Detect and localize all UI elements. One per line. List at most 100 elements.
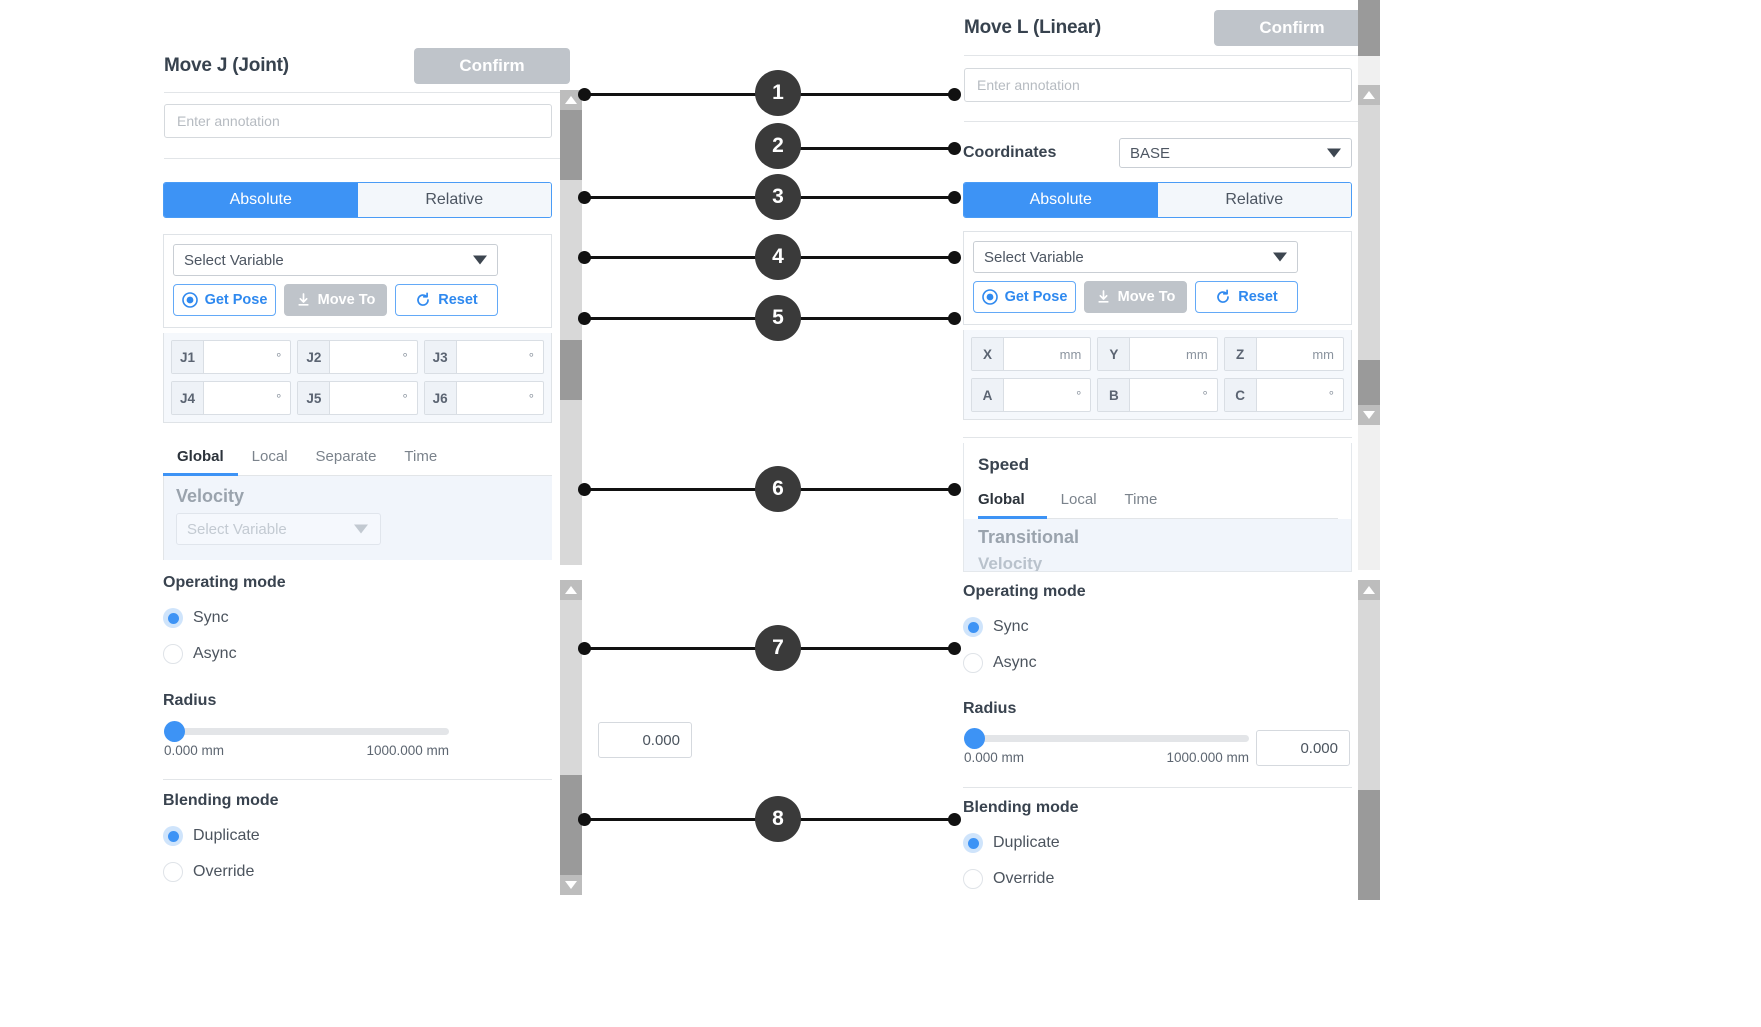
radio-sync-selected[interactable] xyxy=(963,617,983,637)
joint-field-j4[interactable]: J4 ° xyxy=(171,381,292,415)
reset-button[interactable]: Reset xyxy=(395,284,498,316)
radio-duplicate-selected[interactable] xyxy=(163,826,183,846)
velocity-select[interactable]: Select Variable xyxy=(176,513,381,545)
joint-field-j3[interactable]: J3 ° xyxy=(423,340,544,374)
pose-field-value[interactable] xyxy=(1130,338,1186,370)
pose-field-b[interactable]: B ° xyxy=(1097,378,1218,412)
mode-segmented-control[interactable]: Absolute Relative xyxy=(163,182,552,218)
joint-field-value[interactable] xyxy=(330,382,402,414)
radio-override-unselected[interactable] xyxy=(163,862,183,882)
scroll-track-lower[interactable] xyxy=(560,180,582,340)
radio-async-unselected[interactable] xyxy=(163,644,183,664)
tab-local[interactable]: Local xyxy=(251,448,288,465)
scroll-thumb-top[interactable] xyxy=(1358,0,1380,56)
variable-select[interactable]: Select Variable xyxy=(973,241,1298,273)
pose-field-a[interactable]: A ° xyxy=(971,378,1092,412)
radius-slider[interactable]: 0.000 mm 1000.000 mm xyxy=(164,721,449,758)
tab-relative[interactable]: Relative xyxy=(357,183,551,217)
joint-field-value[interactable] xyxy=(457,341,529,373)
joint-field-value[interactable] xyxy=(457,382,529,414)
radio-duplicate-selected[interactable] xyxy=(963,833,983,853)
scroll-thumb[interactable] xyxy=(560,110,582,180)
joint-field-value[interactable] xyxy=(204,341,276,373)
operating-mode-async[interactable]: Async xyxy=(163,644,237,664)
pose-field-c[interactable]: C ° xyxy=(1223,378,1344,412)
tab-global[interactable]: Global xyxy=(978,485,1047,519)
joint-field-j1[interactable]: J1 ° xyxy=(171,340,292,374)
speed-tabs[interactable]: Global Local Separate Time xyxy=(163,442,552,476)
annotation-input[interactable] xyxy=(164,104,552,138)
tab-time[interactable]: Time xyxy=(404,448,438,465)
left-scrollbar-upper[interactable] xyxy=(560,90,582,565)
scroll-track[interactable] xyxy=(560,600,582,775)
scroll-down-arrow[interactable] xyxy=(560,875,582,895)
scroll-thumb-bottom[interactable] xyxy=(1358,360,1380,405)
blending-mode-override[interactable]: Override xyxy=(163,862,254,882)
scroll-track-tail[interactable] xyxy=(560,400,582,565)
right-scrollbar-lower[interactable] xyxy=(1358,580,1380,900)
annotation-input[interactable] xyxy=(964,68,1352,102)
scroll-up-arrow[interactable] xyxy=(1358,85,1380,105)
operating-mode-async[interactable]: Async xyxy=(963,653,1037,673)
right-scrollbar-upper[interactable] xyxy=(1358,0,1380,570)
get-pose-button[interactable]: Get Pose xyxy=(973,281,1076,313)
pose-field-value[interactable] xyxy=(1004,379,1076,411)
speed-tabs[interactable]: Global Local Time xyxy=(978,485,1338,519)
tab-time[interactable]: Time xyxy=(1124,491,1158,508)
radius-slider-track[interactable] xyxy=(164,728,449,735)
scroll-track[interactable] xyxy=(1358,105,1380,360)
mode-segmented-control[interactable]: Absolute Relative xyxy=(963,182,1352,218)
tab-absolute[interactable]: Absolute xyxy=(964,183,1158,217)
scroll-thumb[interactable] xyxy=(560,775,582,875)
tab-local[interactable]: Local xyxy=(1060,491,1097,508)
radius-value-input[interactable]: 0.000 xyxy=(598,722,692,758)
radio-override-unselected[interactable] xyxy=(963,869,983,889)
left-scrollbar-lower[interactable] xyxy=(560,580,582,895)
tab-absolute[interactable]: Absolute xyxy=(164,183,358,217)
scroll-down-arrow[interactable] xyxy=(1358,405,1380,425)
radio-sync-selected[interactable] xyxy=(163,608,183,628)
scroll-up-arrow[interactable] xyxy=(560,90,582,110)
radius-slider-knob[interactable] xyxy=(164,721,185,742)
divider xyxy=(163,779,552,780)
radius-value-input[interactable]: 0.000 xyxy=(1256,730,1350,766)
blending-mode-duplicate[interactable]: Duplicate xyxy=(163,826,260,846)
radio-async-unselected[interactable] xyxy=(963,653,983,673)
move-to-button[interactable]: Move To xyxy=(1084,281,1187,313)
move-to-button[interactable]: Move To xyxy=(284,284,387,316)
confirm-button[interactable]: Confirm xyxy=(1214,10,1370,46)
joint-field-j6[interactable]: J6 ° xyxy=(423,381,544,415)
scroll-up-arrow[interactable] xyxy=(1358,580,1380,600)
radius-slider[interactable]: 0.000 mm 1000.000 mm xyxy=(964,728,1249,765)
pose-field-x[interactable]: X mm xyxy=(971,337,1092,371)
pose-field-z[interactable]: Z mm xyxy=(1223,337,1344,371)
scroll-track[interactable] xyxy=(1358,600,1380,790)
operating-mode-sync[interactable]: Sync xyxy=(963,617,1029,637)
joint-field-value[interactable] xyxy=(330,341,402,373)
blending-mode-duplicate[interactable]: Duplicate xyxy=(963,833,1060,853)
joint-field-value[interactable] xyxy=(204,382,276,414)
tab-global[interactable]: Global xyxy=(163,442,238,476)
variable-select[interactable]: Select Variable xyxy=(173,244,498,276)
confirm-button[interactable]: Confirm xyxy=(414,48,570,84)
scroll-thumb[interactable] xyxy=(1358,790,1380,900)
coordinates-select[interactable]: BASE xyxy=(1119,138,1352,168)
tab-separate[interactable]: Separate xyxy=(315,448,377,465)
scroll-thumb-secondary[interactable] xyxy=(560,340,582,400)
pose-field-value[interactable] xyxy=(1257,338,1313,370)
radius-slider-knob[interactable] xyxy=(964,728,985,749)
pose-field-y[interactable]: Y mm xyxy=(1097,337,1218,371)
joint-field-j5[interactable]: J5 ° xyxy=(297,381,418,415)
radius-slider-track[interactable] xyxy=(964,735,1249,742)
scroll-up-arrow[interactable] xyxy=(560,580,582,600)
operating-mode-sync[interactable]: Sync xyxy=(163,608,229,628)
pose-field-value[interactable] xyxy=(1130,379,1202,411)
coordinates-value: BASE xyxy=(1130,144,1171,162)
pose-field-value[interactable] xyxy=(1257,379,1329,411)
reset-button[interactable]: Reset xyxy=(1195,281,1298,313)
blending-mode-override[interactable]: Override xyxy=(963,869,1054,889)
pose-field-value[interactable] xyxy=(1004,338,1060,370)
tab-relative[interactable]: Relative xyxy=(1157,183,1351,217)
get-pose-button[interactable]: Get Pose xyxy=(173,284,276,316)
joint-field-j2[interactable]: J2 ° xyxy=(297,340,418,374)
